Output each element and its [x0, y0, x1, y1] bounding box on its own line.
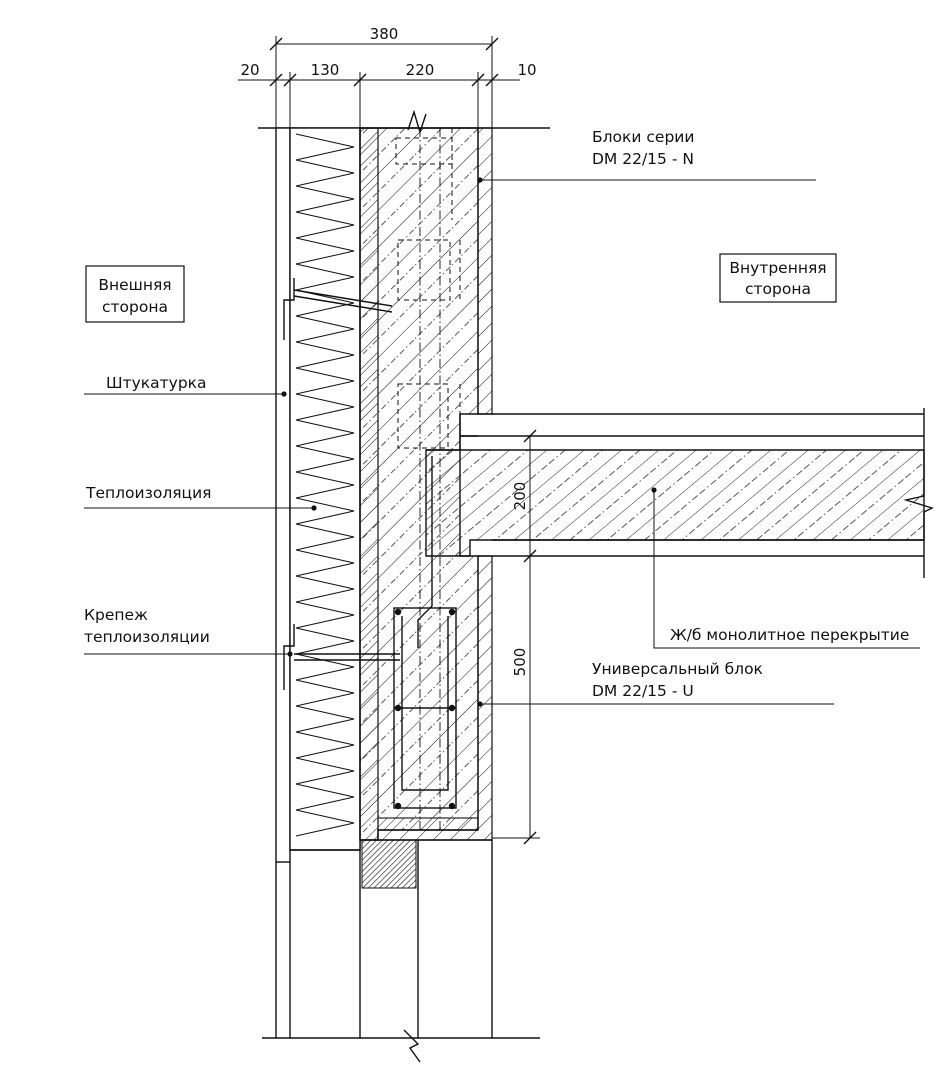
dim-total: 380 — [370, 25, 399, 43]
dimensions: 380 20 130 220 10 200 500 — [238, 25, 540, 845]
insulation-fastener-upper — [283, 278, 393, 340]
label-insulation: Теплоизоляция — [85, 484, 212, 502]
label-fastener-line2: теплоизоляции — [84, 628, 210, 646]
dim-insulation: 130 — [311, 61, 340, 79]
dim-plaster: 20 — [240, 61, 259, 79]
outer-side-line2: сторона — [102, 298, 168, 316]
label-blocks-series-line2: DM 22/15 - N — [592, 150, 694, 168]
concrete-slab — [425, 408, 934, 578]
hidden-edges — [395, 128, 461, 830]
lower-wall — [262, 839, 540, 1063]
insulation-fastener-lower — [283, 624, 400, 690]
label-inner-side: Внутренняя сторона — [719, 253, 837, 303]
plaster-layer — [275, 127, 291, 863]
outer-side-line1: Внешняя — [98, 276, 171, 294]
reinforcement-cage — [393, 456, 457, 810]
label-slab: Ж/б монолитное перекрытие — [670, 626, 909, 644]
dim-inner: 10 — [517, 61, 536, 79]
label-outer-side: Внешняя сторона — [85, 265, 185, 323]
insulation-layer — [289, 127, 361, 851]
label-fastener-line1: Крепеж — [84, 606, 148, 624]
inner-side-line1: Внутренняя — [729, 259, 826, 277]
label-universal-block-line2: DM 22/15 - U — [592, 682, 694, 700]
insulation-zigzag — [295, 133, 355, 837]
label-plaster: Штукатурка — [106, 374, 207, 392]
dim-ublock: 500 — [511, 648, 529, 677]
label-blocks-series-line1: Блоки серии — [592, 128, 694, 146]
leader-lines — [84, 177, 920, 707]
top-break-mark — [407, 109, 427, 135]
dim-slab: 200 — [511, 482, 529, 511]
inner-side-line2: сторона — [745, 280, 811, 298]
label-universal-block-line1: Универсальный блок — [592, 660, 763, 678]
dim-block: 220 — [406, 61, 435, 79]
